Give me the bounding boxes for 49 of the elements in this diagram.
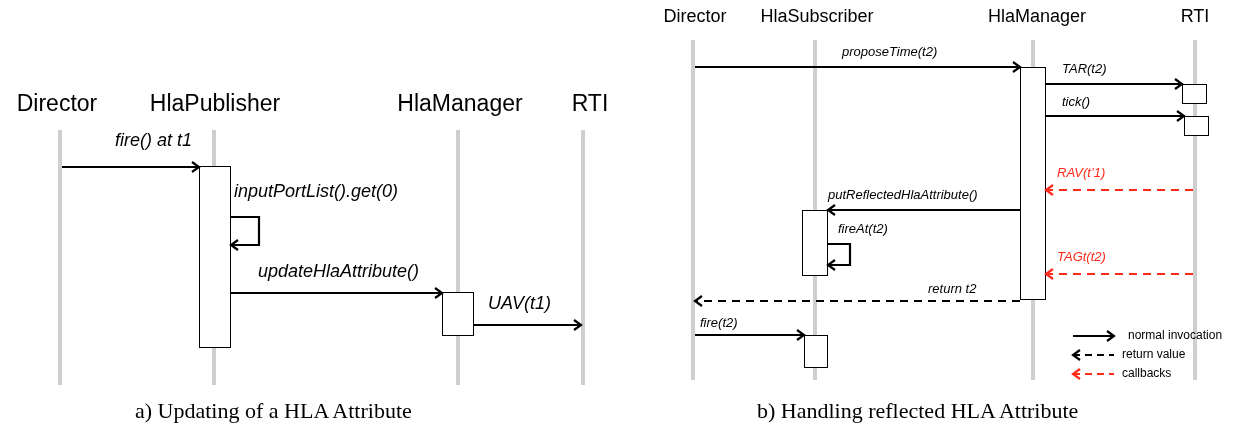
edge-label: fire(t2) (700, 316, 738, 331)
message-arrow (229, 215, 261, 252)
caption: b) Handling reflected HLA Attribute (757, 398, 1079, 424)
edge-label: return t2 (928, 282, 977, 297)
activation-box (442, 292, 474, 336)
edge-label: updateHlaAttribute() (258, 262, 420, 282)
message-arrow (695, 60, 1022, 74)
edge-label: fire() at t1 (115, 131, 193, 151)
participant-name: RTI (1170, 6, 1220, 27)
message-arrow (826, 242, 852, 272)
message-arrow (1046, 109, 1186, 123)
participant-name: HlaManager (982, 6, 1092, 27)
participant-name: HlaPublisher (140, 90, 290, 117)
message-arrow (1044, 183, 1193, 197)
lifeline (581, 130, 585, 385)
legend-text: callbacks (1122, 366, 1172, 380)
participant-name: Director (660, 6, 730, 27)
message-arrow (1046, 77, 1184, 91)
edge-label: inputPortList().get(0) (234, 182, 399, 202)
activation-box (804, 335, 828, 368)
lifeline (691, 40, 695, 380)
lifeline (58, 130, 62, 385)
edge-label: proposeTime(t2) (842, 45, 938, 60)
participant-name: HlaSubscriber (752, 6, 882, 27)
legend-text: return value (1122, 347, 1186, 361)
edge-label: RAV(t’1) (1057, 166, 1106, 181)
message-arrow (474, 318, 583, 332)
legend-text: normal invocation (1128, 328, 1223, 342)
edge-label: TAGt(t2) (1057, 250, 1106, 265)
activation-box (1182, 84, 1207, 104)
activation-box (1184, 116, 1209, 136)
edge-label: tick() (1062, 95, 1091, 110)
message-arrow (695, 328, 806, 342)
edge-label: putReflectedHlaAttribute() (828, 188, 978, 203)
message-arrow (693, 294, 1020, 308)
message-arrow (1044, 267, 1193, 281)
activation-box (1020, 67, 1046, 300)
edge-label: TAR(t2) (1062, 62, 1107, 77)
message-arrow (826, 203, 1020, 217)
edge-label: fireAt(t2) (838, 222, 888, 237)
activation-box (199, 166, 231, 348)
edge-label: UAV(t1) (488, 294, 552, 314)
message-arrow (231, 286, 444, 300)
message-arrow (62, 160, 201, 174)
participant-name: Director (2, 90, 112, 117)
participant-name: RTI (555, 90, 625, 117)
caption: a) Updating of a HLA Attribute (135, 398, 412, 424)
activation-box (802, 210, 828, 276)
participant-name: HlaManager (385, 90, 535, 117)
